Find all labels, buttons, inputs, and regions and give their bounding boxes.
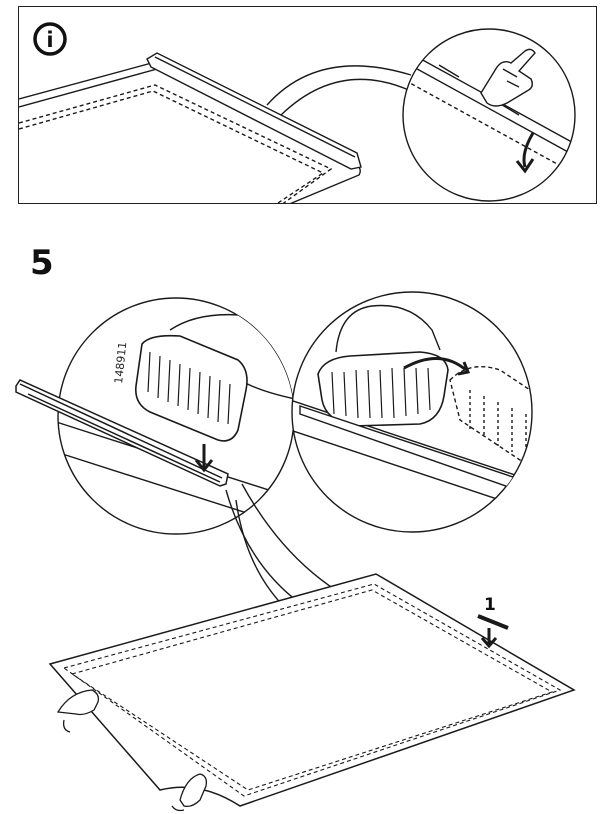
hand-left-icon <box>56 689 100 733</box>
press-down-arrow <box>194 444 214 473</box>
left-detail-magnifier: 148911 <box>15 297 295 535</box>
hand-bottom-icon <box>171 773 208 812</box>
info-illustration: i <box>19 22 576 203</box>
rug-corner-drawing <box>19 52 362 203</box>
rug-drawing <box>48 573 576 807</box>
callout-strip-1: 1 <box>477 595 509 649</box>
step-number: 5 <box>30 243 54 283</box>
grip-tool <box>134 334 248 442</box>
callout-label: 1 <box>484 595 496 615</box>
info-icon: i <box>33 22 67 56</box>
info-icon-glyph: i <box>46 28 53 52</box>
right-detail-magnifier <box>291 291 533 533</box>
magnifier-connector <box>266 65 412 116</box>
detail-magnifier <box>402 28 576 202</box>
part-code-label: 148911 <box>112 341 129 384</box>
info-panel: i <box>18 6 597 204</box>
